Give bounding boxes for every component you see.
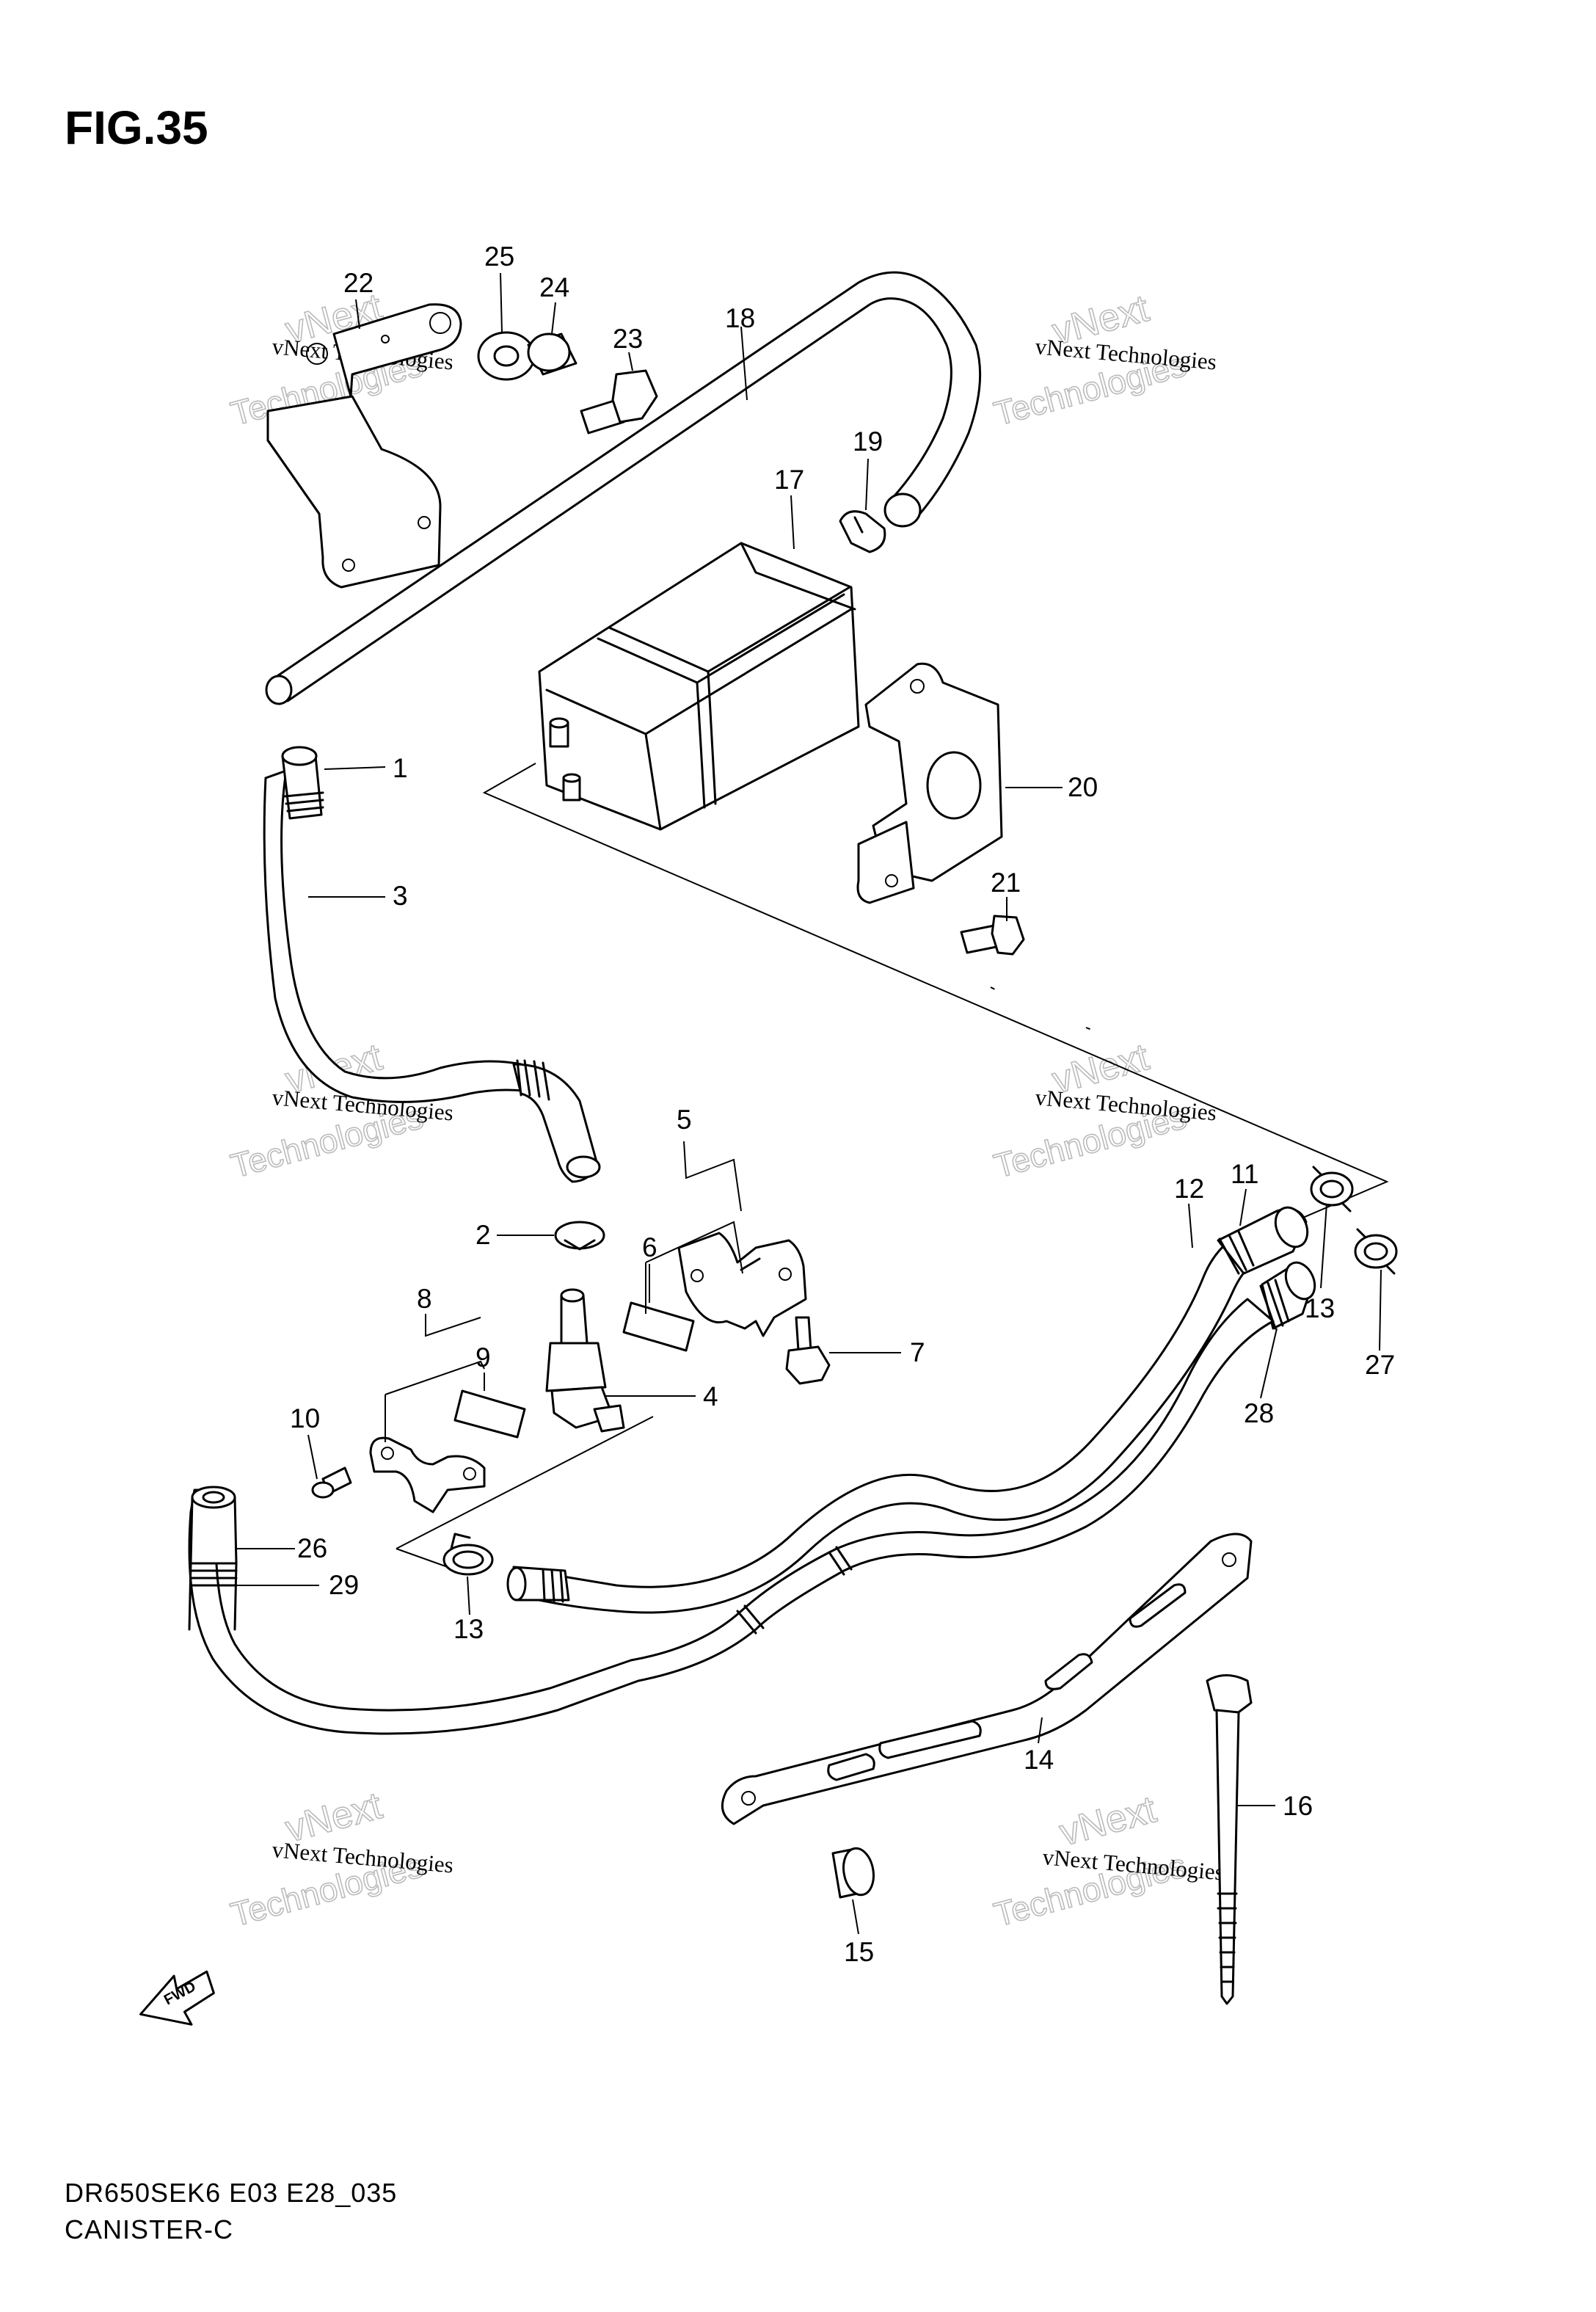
callout-13-upper: 13 — [1305, 1293, 1335, 1323]
part-5-bracket — [677, 1232, 807, 1337]
callout-5: 5 — [677, 1105, 692, 1135]
callout-24: 24 — [539, 272, 569, 302]
callout-11: 11 — [1231, 1159, 1258, 1189]
callout-8: 8 — [417, 1284, 432, 1314]
part-15-screw — [831, 1847, 875, 1899]
watermark-mid-right: vNext Technologies vNext Technologies — [989, 1035, 1217, 1185]
watermark-bottom-left: vNext Technologies vNext Technologies — [226, 1784, 454, 1934]
callout-4: 4 — [703, 1381, 718, 1411]
callout-28: 28 — [1244, 1398, 1274, 1428]
callouts: 22 25 24 23 18 19 17 1 20 3 21 5 11 12 2… — [290, 241, 1395, 1967]
footer-code: DR650SEK6 E03 E28_035 — [65, 2178, 397, 2208]
part-13-clamp-upper — [1310, 1166, 1354, 1213]
assembly-bracket-lines — [385, 1221, 743, 1568]
part-9-pad — [453, 1389, 526, 1439]
part-17-canister — [538, 542, 860, 831]
part-29-hose-end — [188, 1562, 238, 1631]
fwd-arrow-icon: FWD — [139, 1970, 215, 2026]
callout-2: 2 — [475, 1220, 491, 1250]
part-14-stay — [721, 1533, 1253, 1825]
callout-1: 1 — [393, 753, 408, 783]
callout-20: 20 — [1068, 772, 1098, 802]
part-16-cable-tie — [1206, 1674, 1253, 2005]
callout-14: 14 — [1024, 1745, 1054, 1775]
part-23-bolt — [580, 369, 658, 435]
part-28-hose — [188, 1261, 1316, 1735]
part-20-bracket — [856, 662, 1003, 904]
callout-16: 16 — [1283, 1791, 1313, 1821]
callout-12: 12 — [1174, 1174, 1204, 1204]
figure-title: FIG.35 — [65, 101, 208, 154]
part-12-hose — [506, 1206, 1309, 1614]
part-18-hose — [265, 271, 982, 705]
part-27-clamp — [1354, 1228, 1398, 1275]
callout-23: 23 — [613, 324, 643, 354]
callout-9: 9 — [475, 1342, 491, 1373]
assembly-outline — [482, 763, 1389, 1248]
part-7-bolt — [785, 1316, 831, 1385]
part-4-valve — [545, 1288, 625, 1433]
part-2-clamp — [554, 1221, 605, 1251]
callout-25: 25 — [484, 241, 514, 272]
watermark-bottom-right: vNext Technologies vNext Technologies — [989, 1787, 1225, 1934]
part-24-collar — [527, 332, 577, 376]
callout-10: 10 — [290, 1403, 320, 1433]
part-8-clamp — [369, 1436, 486, 1513]
callout-29: 29 — [329, 1570, 359, 1600]
part-19-clamp — [839, 510, 886, 553]
callout-3: 3 — [393, 881, 408, 911]
callout-7: 7 — [910, 1337, 925, 1367]
watermark-mid-left: vNext Technologies vNext Technologies — [226, 1035, 454, 1185]
part-1-fitting — [281, 746, 324, 820]
watermark-top-right: vNext Technologies vNext Technologies — [989, 286, 1217, 433]
callout-19: 19 — [853, 426, 883, 457]
part-3-hose — [263, 769, 601, 1183]
part-22-bracket — [266, 303, 462, 589]
footer-name: CANISTER-C — [65, 2214, 233, 2244]
part-26-fitting — [189, 1486, 238, 1565]
callout-26: 26 — [297, 1533, 327, 1563]
part-10-screw — [311, 1466, 352, 1499]
watermark-brand: vNext — [1055, 1788, 1161, 1855]
part-6-pad — [622, 1301, 695, 1352]
callout-13-lower: 13 — [453, 1614, 484, 1644]
part-21-bolt — [960, 915, 1025, 956]
callout-21: 21 — [991, 868, 1021, 898]
leader-lines — [235, 272, 1382, 1935]
callout-6: 6 — [642, 1232, 657, 1262]
callout-15: 15 — [844, 1937, 874, 1967]
part-25-grommet — [477, 331, 536, 381]
callout-17: 17 — [774, 465, 804, 495]
callout-18: 18 — [725, 303, 755, 333]
callout-22: 22 — [343, 268, 374, 298]
part-13-clamp-lower — [442, 1533, 494, 1576]
callout-27: 27 — [1365, 1350, 1395, 1380]
